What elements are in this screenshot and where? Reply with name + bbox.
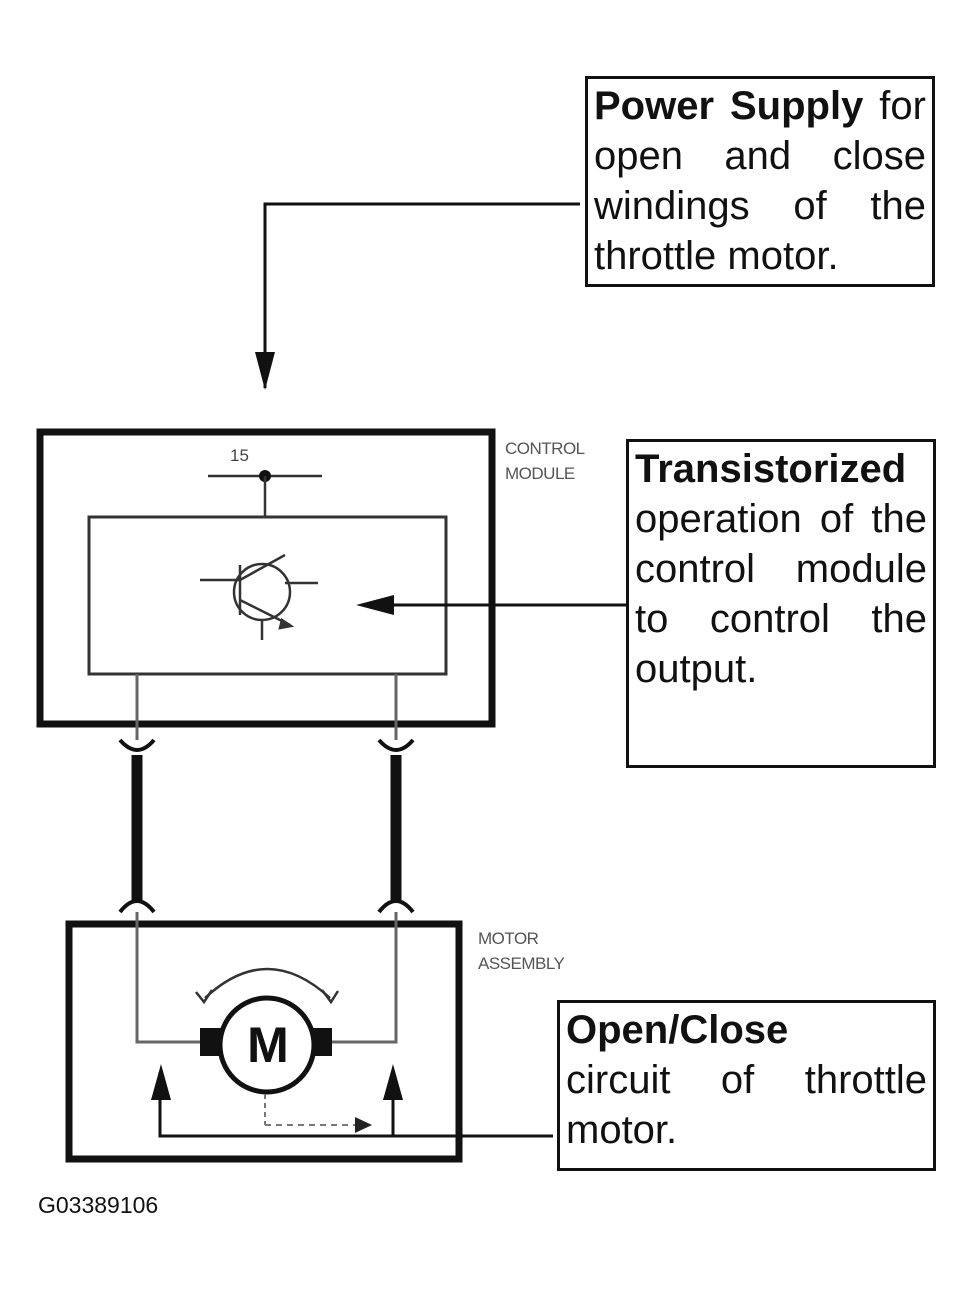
open-close-callout-title: Open/Close — [566, 1008, 789, 1052]
power-supply-callout-text: for open and close windings of the throt… — [594, 84, 926, 278]
motor-assembly-box — [65, 920, 463, 1163]
upper-connectors — [118, 738, 415, 752]
transistor-icon — [200, 553, 318, 640]
motor-icon — [217, 995, 317, 1095]
figure-id: G03389106 — [38, 1192, 159, 1218]
power-supply-callout: Power Supply for open and close windings… — [585, 76, 935, 287]
power-supply-callout-title: Power Supply — [594, 84, 864, 128]
transistorized-callout-title: Transistorized — [635, 447, 907, 491]
position-indicator — [264, 1094, 372, 1133]
motor-symbol-label: M — [247, 1017, 289, 1073]
rotation-arrows-icon — [195, 967, 340, 1005]
transistorized-leader — [356, 595, 626, 615]
control-module-label: CONTROL MODULE — [505, 439, 585, 483]
motor-wires — [135, 912, 398, 1044]
open-close-callout: Open/Close circuit of throttle motor. — [557, 1000, 936, 1171]
motor-brush-left — [200, 1028, 222, 1056]
harness-wires — [131, 755, 402, 900]
terminal-15-label: 15 — [230, 446, 249, 465]
terminal-15-bus — [208, 470, 322, 517]
motor-assembly-label: MOTOR ASSEMBLY — [478, 929, 565, 973]
lower-connectors — [118, 899, 415, 914]
module-output-wires — [135, 674, 398, 740]
open-close-callout-text: circuit of throttle motor. — [566, 1058, 927, 1152]
transistorized-callout: Transistorized operation of the control … — [626, 439, 936, 768]
transistorized-callout-text: operation of the control module to contr… — [635, 497, 927, 691]
close-arrow-head — [383, 1064, 403, 1100]
driver-box — [87, 515, 448, 676]
open-arrow-head — [151, 1064, 171, 1100]
power-supply-leader — [255, 202, 580, 390]
control-module-box — [36, 428, 496, 728]
